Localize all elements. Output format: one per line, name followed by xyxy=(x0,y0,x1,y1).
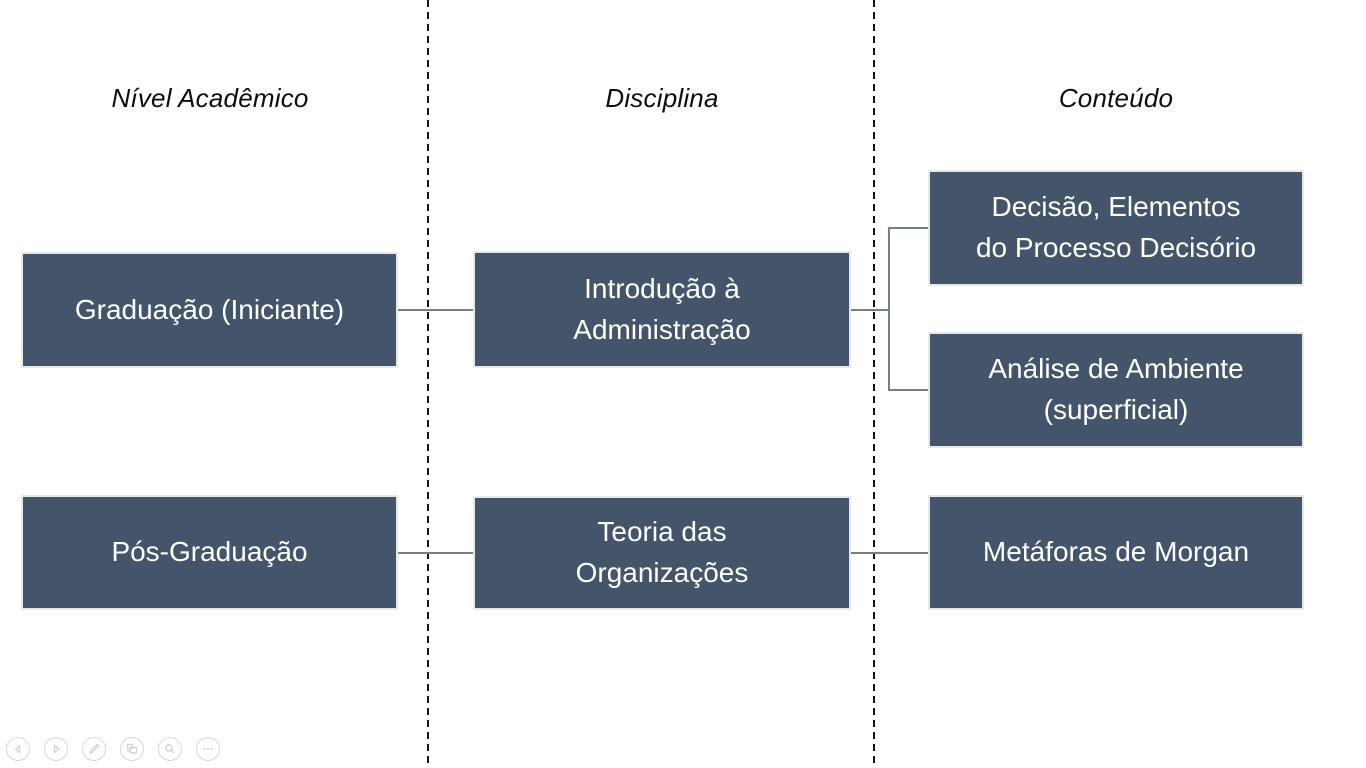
node-pos-graduacao: Pós-Graduação xyxy=(21,495,398,610)
zoom-icon xyxy=(163,742,177,756)
node-metaforas-morgan: Metáforas de Morgan xyxy=(928,495,1304,610)
more-options-icon xyxy=(201,742,215,756)
connector-branch-analise xyxy=(888,389,928,391)
connector-branch-vertical xyxy=(888,227,890,391)
column-divider-2 xyxy=(873,0,875,768)
node-teoria-organizacoes: Teoria das Organizações xyxy=(473,496,851,610)
node-analise-ambiente: Análise de Ambiente (superficial) xyxy=(928,332,1304,448)
connector-graduacao-introducao xyxy=(398,309,473,311)
column-header-conteudo: Conteúdo xyxy=(1058,82,1174,113)
previous-slide-icon xyxy=(11,742,25,756)
next-slide-icon xyxy=(49,742,63,756)
pen-icon xyxy=(87,742,101,756)
connector-teoria-metaforas xyxy=(851,552,928,554)
see-all-slides-icon xyxy=(125,742,139,756)
connector-pos-teoria xyxy=(398,552,473,554)
zoom-slide-button[interactable] xyxy=(158,737,182,761)
connector-branch-decisao xyxy=(888,227,928,229)
pen-tools-button[interactable] xyxy=(82,737,106,761)
node-graduacao-iniciante: Graduação (Iniciante) xyxy=(21,252,398,368)
node-introducao-administracao: Introdução à Administração xyxy=(473,251,851,368)
see-all-slides-button[interactable] xyxy=(120,737,144,761)
column-header-nivel-academico: Nível Acadêmico xyxy=(111,82,309,113)
column-header-disciplina: Disciplina xyxy=(605,82,719,113)
next-slide-button[interactable] xyxy=(44,737,68,761)
connector-introducao-branch xyxy=(851,309,889,311)
slideshow-toolbar xyxy=(6,737,220,761)
more-options-button[interactable] xyxy=(196,737,220,761)
node-decisao-processo-decisorio: Decisão, Elementos do Processo Decisório xyxy=(928,170,1304,286)
previous-slide-button[interactable] xyxy=(6,737,30,761)
column-divider-1 xyxy=(427,0,429,768)
